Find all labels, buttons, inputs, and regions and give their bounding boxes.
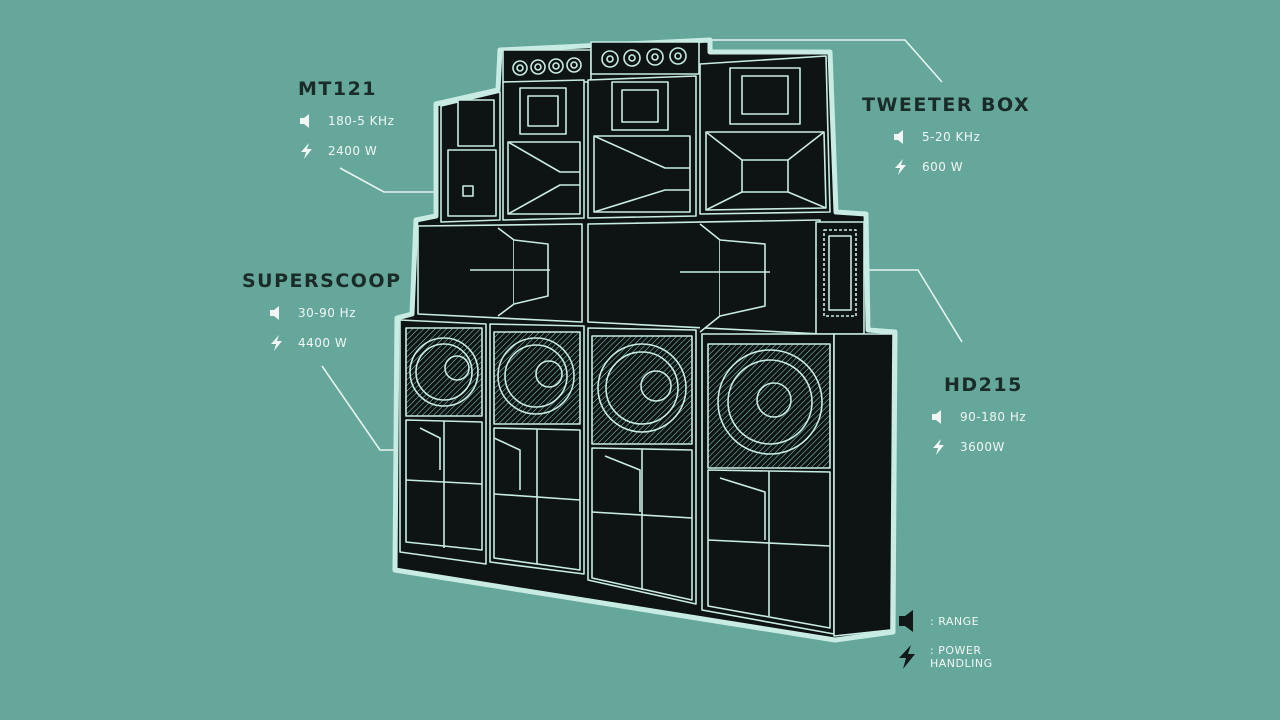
label-tweeter-title: TWEETER BOX: [862, 94, 1031, 116]
label-superscoop-title: SUPERSCOOP: [242, 270, 402, 292]
superscoop-range: 30-90 Hz: [298, 306, 357, 320]
lightning-icon: [271, 335, 282, 351]
lightning-icon: [899, 645, 915, 669]
tweeter-power: 600 W: [922, 160, 964, 174]
hd215-power: 3600W: [960, 440, 1005, 454]
tweeter-box: [502, 41, 700, 83]
hd215-range: 90-180 Hz: [960, 410, 1027, 424]
speaker-icon: [899, 610, 913, 632]
legend-power-label: : POWER HANDLING: [930, 644, 993, 670]
spec-range-mt121: 180-5 KHz: [298, 112, 394, 130]
label-hd215-title: HD215: [944, 374, 1023, 396]
label-tweeter-box: TWEETER BOX 5-20 KHz 600 W: [862, 94, 1030, 176]
speaker-icon: [270, 306, 279, 320]
mt121-power: 2400 W: [328, 144, 378, 158]
mt121-range: 180-5 KHz: [328, 114, 395, 128]
speaker-icon: [932, 410, 941, 424]
label-superscoop: SUPERSCOOP 30-90 Hz 4400 W: [242, 270, 402, 352]
label-mt121: MT121 180-5 KHz 2400 W: [298, 78, 394, 160]
callout-line-tweeter: [712, 39, 943, 83]
tweeter-range: 5-20 KHz: [922, 130, 981, 144]
legend-range: : RANGE: [896, 608, 993, 634]
hd215-cabinets: [399, 319, 894, 637]
speaker-icon: [894, 130, 903, 144]
spec-range-hd215: 90-180 Hz: [930, 408, 1026, 426]
legend-power: : POWER HANDLING: [896, 644, 993, 670]
speaker-icon: [300, 114, 309, 128]
lightning-icon: [301, 143, 312, 159]
spec-range-superscoop: 30-90 Hz: [268, 304, 402, 322]
legend: : RANGE : POWER HANDLING: [896, 608, 993, 680]
spec-power-hd215: 3600W: [930, 438, 1026, 456]
lightning-icon: [895, 159, 906, 175]
spec-power-superscoop: 4400 W: [268, 334, 402, 352]
spec-range-tweeter: 5-20 KHz: [892, 128, 1030, 146]
superscoop-cabinets: [417, 219, 865, 335]
spec-power-tweeter: 600 W: [892, 158, 1030, 176]
lightning-icon: [933, 439, 944, 455]
legend-range-label: : RANGE: [930, 614, 980, 628]
label-mt121-title: MT121: [298, 78, 378, 100]
superscoop-power: 4400 W: [298, 336, 348, 350]
label-hd215: HD215 90-180 Hz 3600W: [932, 374, 1026, 456]
spec-power-mt121: 2400 W: [298, 142, 394, 160]
mt121-cabinets: [440, 55, 831, 223]
